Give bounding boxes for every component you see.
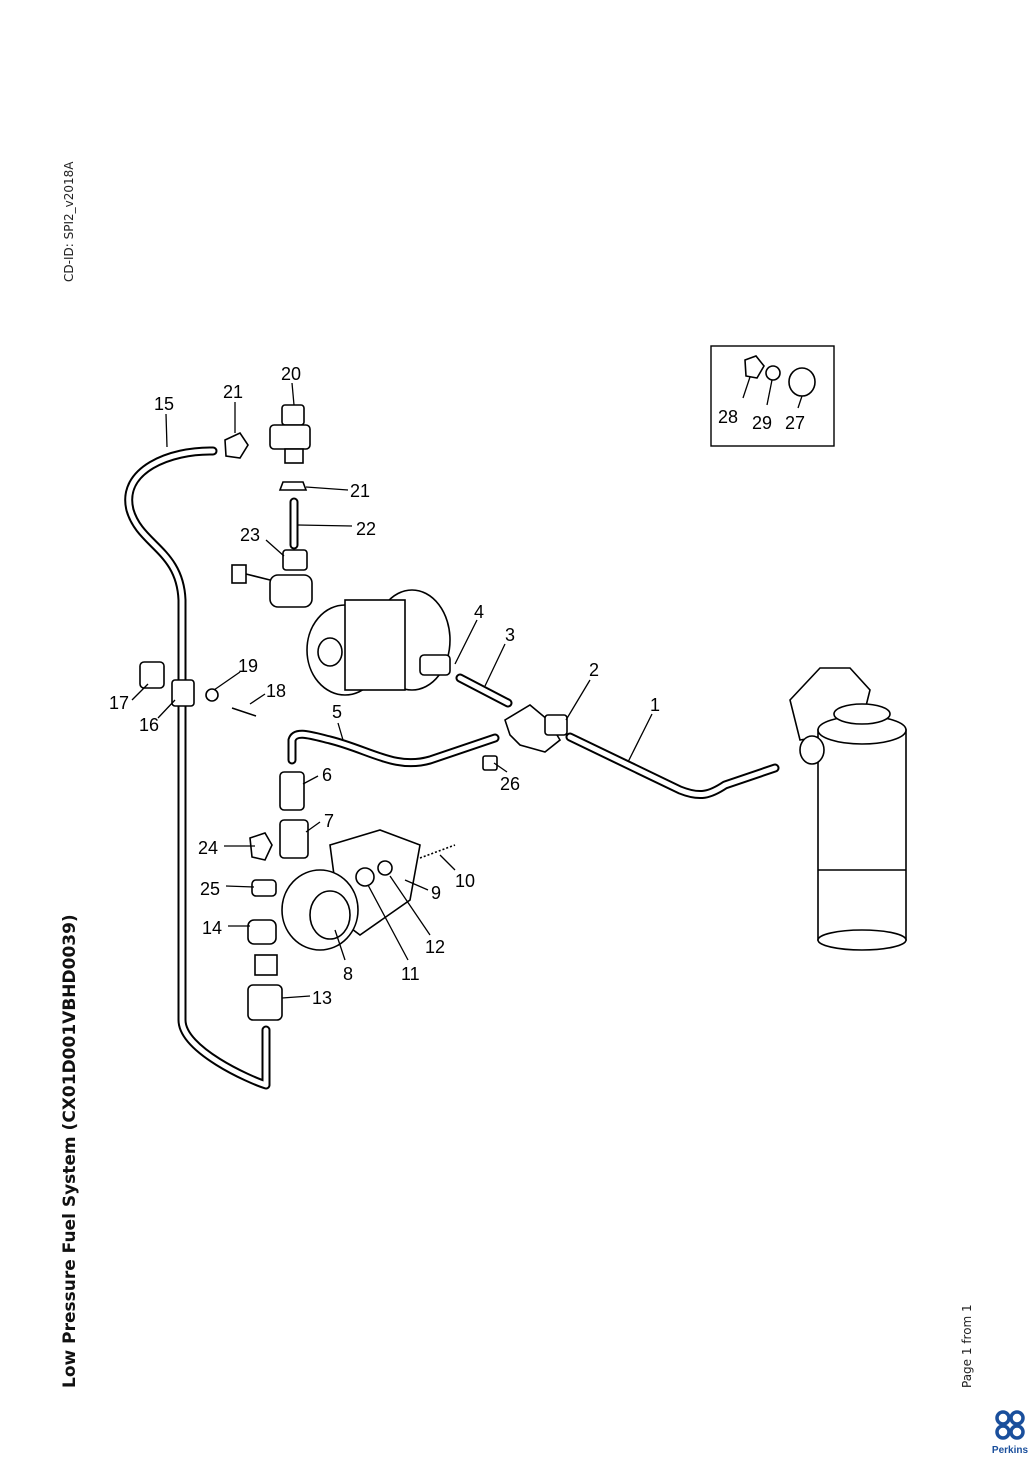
fittings: [139, 404, 568, 1021]
callout-6: 6: [322, 765, 332, 785]
inset-box: [710, 345, 835, 447]
perkins-logo: Perkins: [990, 1410, 1030, 1456]
pipe-1: [565, 732, 780, 800]
callout-17: 17: [109, 693, 129, 713]
callout-4: 4: [474, 602, 484, 622]
callout-19: 19: [238, 656, 258, 676]
callout-7: 7: [324, 811, 334, 831]
callout-5: 5: [332, 702, 342, 722]
callout-3: 3: [505, 625, 515, 645]
pipe-5: [287, 729, 500, 768]
callout-22: 22: [356, 519, 376, 539]
callout-labels: 20 21 15 21 22 23 4 3 2 1 19 18 17 16 5 …: [109, 364, 805, 1008]
callout-1: 1: [650, 695, 660, 715]
logo-text: Perkins: [991, 1445, 1029, 1456]
perkins-logo-icon: [995, 1410, 1025, 1440]
callout-21: 21: [223, 382, 243, 402]
callout-29: 29: [752, 413, 772, 433]
callout-26: 26: [500, 774, 520, 794]
fuel-filter: [789, 667, 907, 951]
callout-20: 20: [281, 364, 301, 384]
callout-25: 25: [200, 879, 220, 899]
callout-10: 10: [455, 871, 475, 891]
leader-lines: [131, 382, 653, 999]
callout-13: 13: [312, 988, 332, 1008]
callout-11: 11: [401, 964, 420, 984]
callout-24: 24: [198, 838, 218, 858]
callout-21b: 21: [350, 481, 370, 501]
callout-18: 18: [266, 681, 286, 701]
callout-27: 27: [785, 413, 805, 433]
callout-28: 28: [718, 407, 738, 427]
callout-8: 8: [343, 964, 353, 984]
callout-9: 9: [431, 883, 441, 903]
callout-23: 23: [240, 525, 260, 545]
callout-12: 12: [425, 937, 445, 957]
callout-2: 2: [589, 660, 599, 680]
pipe-3: [455, 673, 513, 708]
callout-15: 15: [154, 394, 174, 414]
callout-14: 14: [202, 918, 222, 938]
pipe-15: [124, 446, 271, 1090]
callout-16: 16: [139, 715, 159, 735]
